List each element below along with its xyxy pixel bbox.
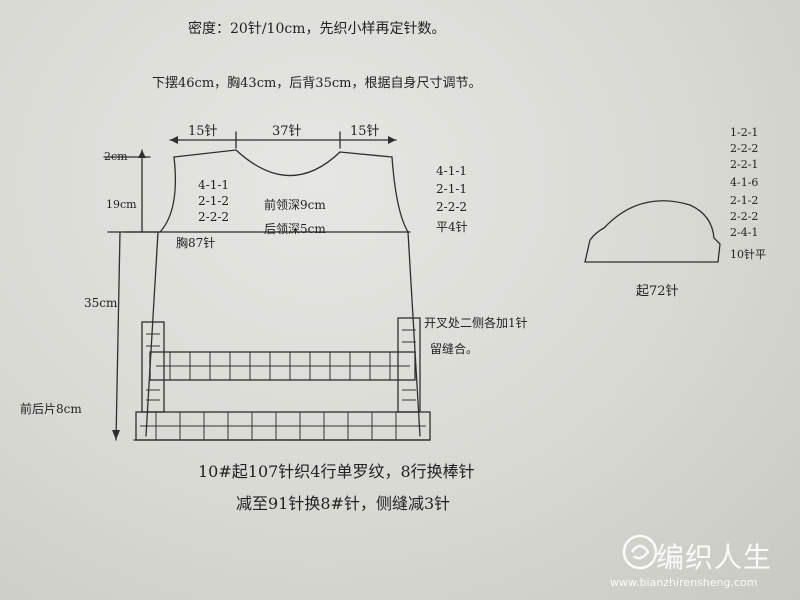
sleeve-seq-5: 2-1-2 [730, 194, 759, 207]
arrow-left [170, 136, 178, 144]
dim-armhole: 19cm [106, 198, 137, 211]
dim-shoulder: 2cm [104, 150, 128, 163]
right-seq-4: 平4针 [436, 220, 468, 234]
right-armhole [391, 156, 409, 233]
watermark-text: 编织人生 [656, 541, 773, 574]
chest-count: 胸87针 [176, 236, 216, 250]
left-slit [141, 321, 165, 413]
size-note: 下摆46cm，胸43cm，后背35cm，根据自身尺寸调节。 [152, 76, 482, 91]
sleeve-seq-6: 2-2-2 [730, 210, 759, 223]
count-middle: 37针 [272, 124, 302, 139]
dim-front-back: 前后片8cm [20, 402, 82, 416]
band-hatching [140, 329, 426, 440]
right-seq-3: 2-2-2 [436, 200, 468, 214]
arrow-up [138, 150, 146, 158]
sleeve-seq-7: 2-4-1 [730, 226, 759, 239]
neckline-shoulder [173, 149, 393, 177]
armhole-seq-1: 4-1-1 [198, 178, 230, 192]
arrow-down [112, 430, 120, 440]
armhole-seq-3: 2-2-2 [198, 210, 230, 224]
sleeve-seq-1: 1-2-1 [730, 126, 759, 139]
lower-band [135, 411, 431, 441]
neck-back: 后领深5cm [264, 222, 326, 236]
armhole-seq-2: 2-1-2 [198, 194, 230, 208]
arrow-right [388, 136, 396, 144]
right-seq-2: 2-1-1 [436, 182, 468, 196]
sleeve-cap [584, 200, 721, 263]
watermark-url: www.bianzhirensheng.com [610, 576, 758, 589]
right-seq-1: 4-1-1 [436, 164, 468, 178]
dim-body: 35cm [84, 296, 118, 310]
density-note: 密度：20针/10cm，先织小样再定针数。 [188, 21, 446, 37]
left-armhole [159, 156, 177, 233]
sleeve-seq-3: 2-2-1 [730, 158, 759, 171]
vertical-dimension-lower [115, 231, 121, 441]
slit-note-2: 留缝合。 [430, 342, 479, 356]
sleeve-cast-on: 起72针 [636, 284, 679, 299]
bottom-note-1: 10#起107针织4行单罗纹，8行换棒针 [198, 462, 475, 481]
slit-note-1: 开叉处二侧各加1针 [424, 316, 528, 330]
sleeve-seq-2: 2-2-2 [730, 142, 759, 155]
neck-front: 前领深9cm [264, 198, 326, 212]
right-slit [397, 317, 421, 413]
sleeve-seq-8: 10针平 [730, 248, 766, 261]
right-side [407, 231, 421, 437]
sleeve-seq-4: 4-1-6 [730, 176, 759, 189]
count-left: 15针 [188, 124, 218, 139]
upper-band [149, 351, 416, 381]
count-right: 15针 [350, 124, 380, 139]
bottom-note-2: 减至91针换8#针，侧缝减3针 [236, 494, 451, 513]
